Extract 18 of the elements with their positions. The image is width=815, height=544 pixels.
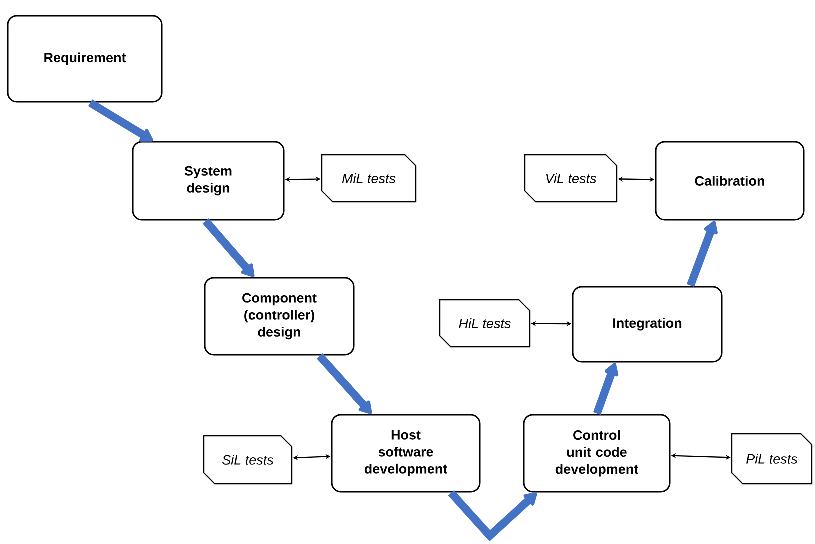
arrow <box>686 221 718 288</box>
process-box: Control unit code development <box>523 414 671 493</box>
test-box: PiL tests <box>731 433 813 485</box>
process-box: Requirement <box>7 15 163 103</box>
process-box: Integration <box>572 286 723 363</box>
arrow <box>448 490 538 542</box>
arrow <box>202 218 255 278</box>
test-box: ViL tests <box>524 154 618 203</box>
process-box: System design <box>132 141 285 221</box>
test-box: MiL tests <box>321 154 417 203</box>
arrow <box>316 353 372 414</box>
process-box: Component (controller) design <box>204 277 355 356</box>
arrow <box>88 100 154 142</box>
process-box: Calibration <box>655 141 805 221</box>
test-box: HiL tests <box>439 299 531 348</box>
process-box: Host software development <box>331 414 481 493</box>
test-box: SiL tests <box>203 435 293 485</box>
arrow <box>593 363 619 416</box>
